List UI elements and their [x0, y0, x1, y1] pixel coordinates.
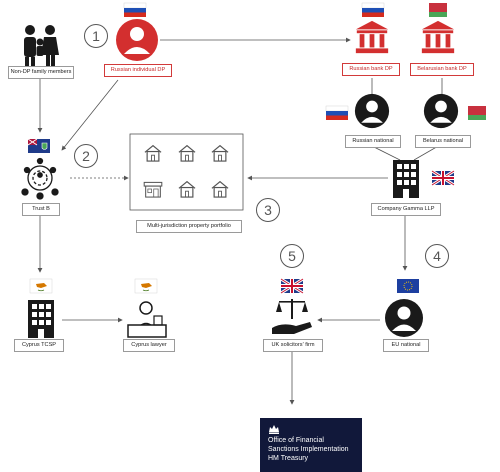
- company-gamma-label: Company Gamma LLP: [371, 203, 441, 216]
- ofsi-line-2: Sanctions Implementation: [268, 446, 349, 453]
- russia-flag-icon: [123, 2, 147, 18]
- family-icon: [24, 25, 59, 69]
- portfolio-label: Multi-jurisdiction property portfolio: [136, 220, 242, 233]
- eu-national-label: EU national: [383, 339, 429, 352]
- cyprus-flag-icon: [29, 278, 53, 294]
- uk-flag-icon: [279, 277, 305, 295]
- russian-bank-label: Russian bank DP: [342, 63, 400, 76]
- company-gamma-building-icon: [393, 160, 419, 198]
- belarusian-bank-label: Belarusian bank DP: [410, 63, 474, 76]
- edge-dp-to-trust: [61, 79, 119, 151]
- cyprus-flag-icon: [134, 278, 158, 294]
- scales-hand-icon: [272, 299, 312, 334]
- cyprus-tcsp-label: Cyprus TCSP: [14, 339, 64, 352]
- crown-crest-icon: [269, 425, 279, 434]
- cyprus-tcsp-building-icon: [28, 300, 54, 338]
- eu-flag-icon: [396, 278, 420, 294]
- russia-flag-icon: [325, 105, 349, 121]
- ofsi-line-3: HM Treasury: [268, 455, 309, 462]
- belarus-national-label: Belarus national: [415, 135, 471, 148]
- russian-national-label: Russian national: [345, 135, 401, 148]
- belarus-flag-icon: [464, 106, 486, 120]
- uk-flag-icon: [430, 169, 456, 187]
- step-4-marker: 4: [425, 244, 449, 268]
- belarusian-bank-icon: [421, 20, 455, 54]
- ofsi-logo: Office of Financial Sanctions Implementa…: [260, 418, 362, 472]
- step-3-marker: 3: [256, 198, 280, 222]
- step-5-marker: 5: [280, 244, 304, 268]
- russian-dp-icon: [116, 19, 158, 61]
- cyprus-lawyer-label: Cyprus lawyer: [123, 339, 175, 352]
- ofsi-line-1: Office of Financial: [268, 437, 324, 444]
- trust-network-icon: [21, 157, 59, 200]
- eu-national-icon: [385, 299, 423, 337]
- uk-solicitors-label: UK solicitors' firm: [263, 339, 323, 352]
- russian-dp-label: Russian individual DP: [104, 64, 172, 77]
- belarus-national-icon: [423, 93, 459, 129]
- trust-label: Trust B: [22, 203, 60, 216]
- non-dp-family-label: Non-DP family members: [8, 66, 74, 79]
- step-2-marker: 2: [74, 144, 98, 168]
- step-1-marker: 1: [84, 24, 108, 48]
- belarus-flag-icon: [425, 3, 447, 17]
- bvi-flag-icon: [27, 138, 51, 154]
- russia-flag-icon: [361, 2, 385, 18]
- russian-bank-icon: [355, 20, 389, 54]
- lawyer-icon: [127, 301, 167, 338]
- russian-national-icon: [354, 93, 390, 129]
